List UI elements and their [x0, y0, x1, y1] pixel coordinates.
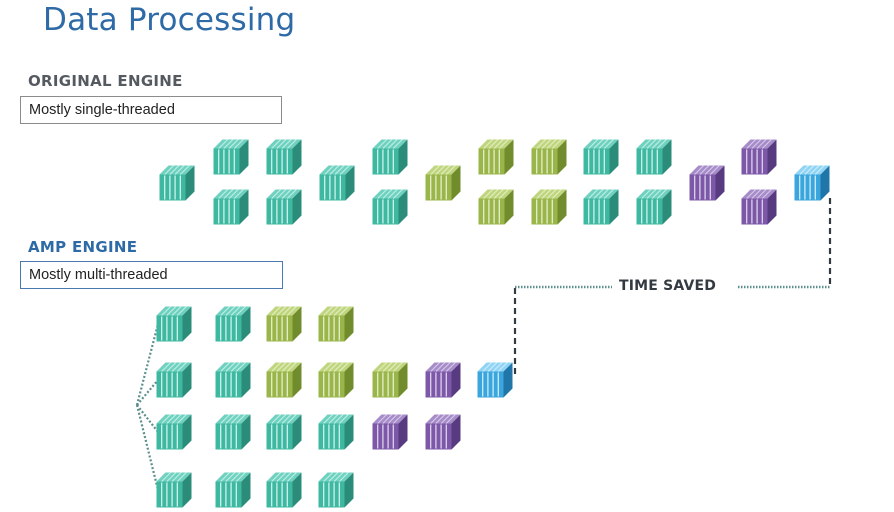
amp-branch-3: [136, 404, 159, 433]
data-block: [215, 472, 251, 508]
data-block: [213, 139, 249, 175]
data-block: [794, 165, 830, 201]
data-block: [477, 362, 513, 398]
data-blocks: [156, 139, 830, 508]
data-block: [372, 414, 408, 450]
data-block: [531, 139, 567, 175]
data-block: [636, 189, 672, 225]
data-block: [266, 362, 302, 398]
amp-engine-label: AMP ENGINE: [28, 238, 138, 256]
data-block: [636, 139, 672, 175]
amp-branch-1: [135, 323, 160, 406]
data-block: [215, 362, 251, 398]
original-engine-description: Mostly single-threaded: [20, 96, 282, 124]
data-block: [156, 414, 192, 450]
data-block: [319, 165, 355, 201]
data-block: [156, 306, 192, 342]
original-engine-label: ORIGINAL ENGINE: [28, 72, 183, 90]
page-title: Data Processing: [43, 2, 296, 38]
data-block: [159, 165, 195, 201]
data-block: [318, 414, 354, 450]
data-block: [318, 362, 354, 398]
data-block: [583, 189, 619, 225]
data-block: [266, 472, 302, 508]
time-saved-label: TIME SAVED: [617, 278, 719, 294]
data-block: [372, 362, 408, 398]
data-block: [372, 139, 408, 175]
data-block: [425, 165, 461, 201]
data-block: [478, 189, 514, 225]
data-block: [266, 414, 302, 450]
data-block: [156, 472, 192, 508]
amp-branch-4: [135, 404, 160, 491]
data-block: [425, 362, 461, 398]
data-block: [583, 139, 619, 175]
data-block: [741, 139, 777, 175]
data-block: [266, 139, 302, 175]
data-block: [266, 189, 302, 225]
data-block: [318, 306, 354, 342]
data-block: [741, 189, 777, 225]
data-block: [531, 189, 567, 225]
data-block: [215, 306, 251, 342]
data-block: [372, 189, 408, 225]
data-block: [156, 362, 192, 398]
data-block: [215, 414, 251, 450]
amp-branch-2: [136, 379, 159, 406]
data-block: [318, 472, 354, 508]
data-block: [689, 165, 725, 201]
data-block: [266, 306, 302, 342]
amp-engine-description: Mostly multi-threaded: [20, 261, 283, 289]
data-block: [478, 139, 514, 175]
data-block: [425, 414, 461, 450]
data-block: [213, 189, 249, 225]
